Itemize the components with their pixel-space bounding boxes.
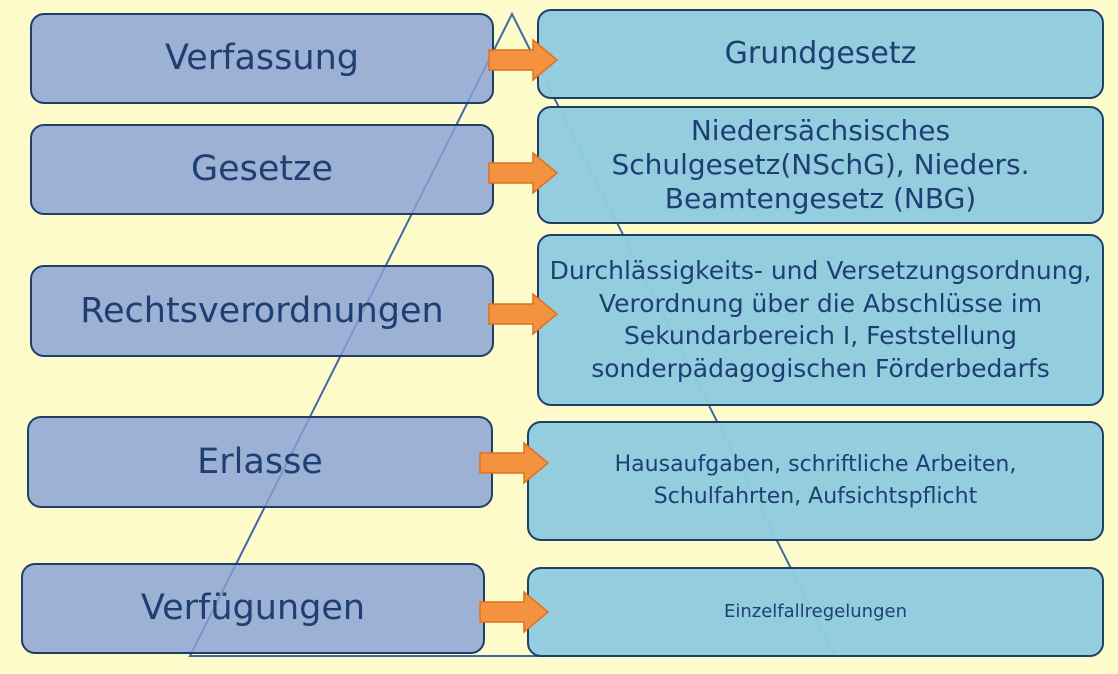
arrow-icon	[488, 292, 559, 336]
arrow-icon	[479, 590, 550, 634]
arrow-icon	[488, 38, 559, 82]
arrow-icon	[488, 151, 559, 195]
right-box-erlasse: Hausaufgaben, schriftliche Arbeiten, Sch…	[527, 421, 1104, 541]
right-box-text: Einzelfallregelungen	[724, 601, 907, 623]
right-box-gesetze: Niedersächsisches Schulgesetz(NSchG), Ni…	[537, 106, 1104, 224]
right-box-text: Niedersächsisches Schulgesetz(NSchG), Ni…	[611, 113, 1030, 216]
right-box-rechtsverordnungen: Durchlässigkeits- und Versetzungsordnung…	[537, 234, 1104, 406]
arrow-icon	[479, 441, 550, 485]
right-box-text: Grundgesetz	[724, 35, 917, 71]
left-box-text: Gesetze	[190, 149, 334, 190]
left-box-rechtsverordnungen: Rechtsverordnungen	[30, 265, 494, 357]
left-box-verfuegungen: Verfügungen	[21, 563, 485, 654]
left-box-text: Verfügungen	[140, 588, 366, 629]
right-box-verfuegungen: Einzelfallregelungen	[527, 567, 1104, 657]
left-box-verfassung: Verfassung	[30, 13, 494, 104]
left-box-text: Verfassung	[165, 38, 359, 79]
left-box-text: Erlasse	[197, 441, 323, 482]
right-box-grundgesetz: Grundgesetz	[537, 9, 1104, 99]
left-box-gesetze: Gesetze	[30, 124, 494, 215]
left-box-erlasse: Erlasse	[27, 416, 493, 508]
left-box-text: Rechtsverordnungen	[80, 290, 444, 331]
right-box-text: Hausaufgaben, schriftliche Arbeiten, Sch…	[614, 452, 1017, 509]
right-box-text: Durchlässigkeits- und Versetzungsordnung…	[549, 256, 1092, 383]
